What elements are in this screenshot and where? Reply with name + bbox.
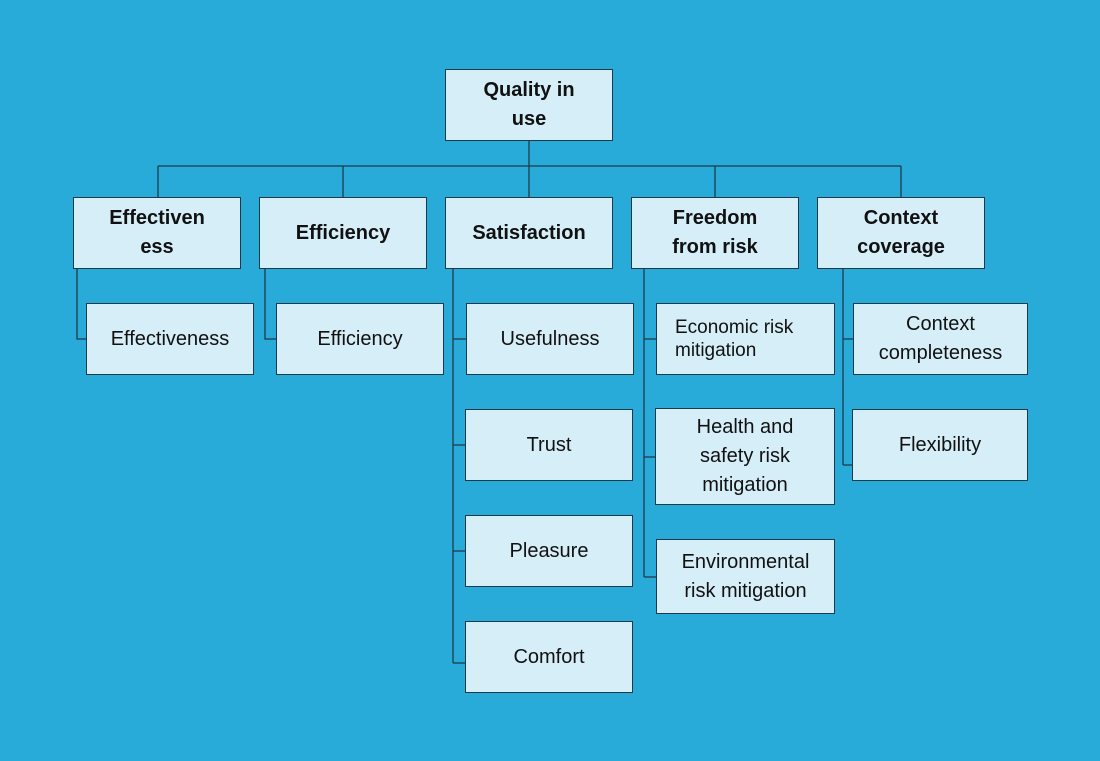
category-label: Freedom from risk xyxy=(672,207,758,258)
subitem-label: Usefulness xyxy=(500,327,600,350)
subitem-label: Comfort xyxy=(513,645,585,668)
subitem-label: Effectiveness xyxy=(110,327,230,350)
root-node-label: Quality in use xyxy=(483,79,575,130)
subitem-label: Health and safety risk mitigation xyxy=(696,416,794,496)
subitem-node-pleasure: Pleasure xyxy=(465,515,633,587)
subitem-node-economic-risk-mitigation: Economic risk mitigation xyxy=(656,303,835,375)
subitem-label: Economic risk mitigation xyxy=(675,317,794,361)
category-label: Context coverage xyxy=(857,207,945,258)
category-label: Efficiency xyxy=(295,221,391,244)
category-node-context-coverage: Context coverage xyxy=(817,197,985,269)
subitem-label: Trust xyxy=(526,433,572,456)
subitem-node-context-completeness: Context completeness xyxy=(853,303,1028,375)
category-node-satisfaction: Satisfaction xyxy=(445,197,613,269)
subitem-label: Pleasure xyxy=(509,539,589,562)
subitem-label: Efficiency xyxy=(317,327,403,350)
subitem-node-efficiency: Efficiency xyxy=(276,303,444,375)
subitem-node-flexibility: Flexibility xyxy=(852,409,1028,481)
subitem-label: Environmental risk mitigation xyxy=(681,550,810,602)
subitem-node-usefulness: Usefulness xyxy=(466,303,634,375)
root-node: Quality in use xyxy=(445,69,613,141)
category-label: Satisfaction xyxy=(472,221,586,244)
category-node-freedom-from-risk: Freedom from risk xyxy=(631,197,799,269)
subitem-node-effectiveness: Effectiveness xyxy=(86,303,254,375)
subitem-node-health-and-safety-risk-mitigation: Health and safety risk mitigation xyxy=(655,408,835,505)
category-node-efficiency: Efficiency xyxy=(259,197,427,269)
subitem-node-trust: Trust xyxy=(465,409,633,481)
subitem-label: Flexibility xyxy=(898,433,982,456)
subitem-label: Context completeness xyxy=(878,313,1003,364)
subitem-node-environmental-risk-mitigation: Environmental risk mitigation xyxy=(656,539,835,614)
category-label: Effectiven ess xyxy=(109,207,205,258)
category-node-effectiveness: Effectiven ess xyxy=(73,197,241,269)
subitem-node-comfort: Comfort xyxy=(465,621,633,693)
